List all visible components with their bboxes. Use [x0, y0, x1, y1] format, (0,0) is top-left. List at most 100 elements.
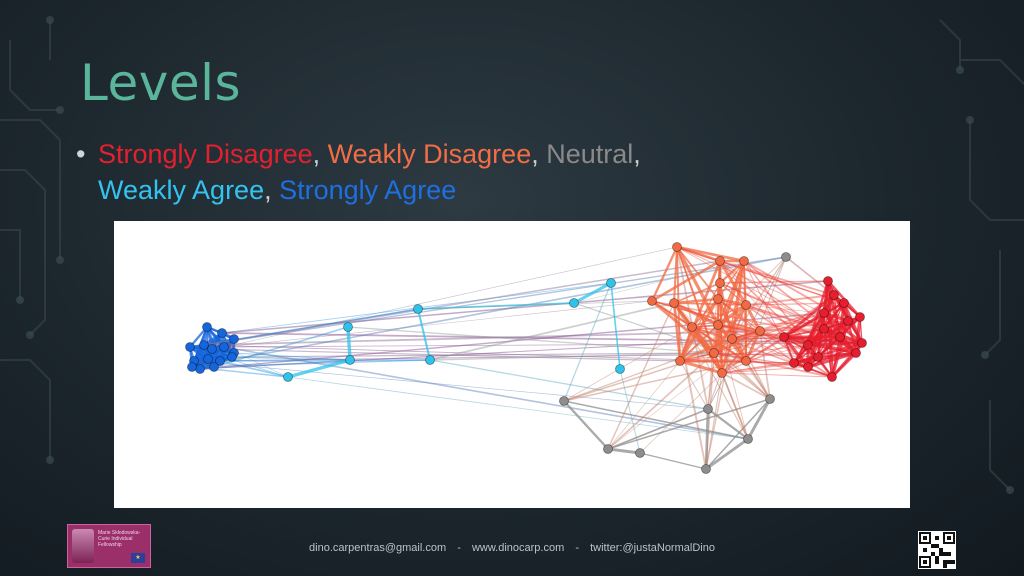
network-edge: [563, 282, 612, 402]
network-edge: [203, 330, 761, 346]
network-edge: [679, 336, 785, 362]
network-edge: [213, 326, 349, 368]
network-edge: [743, 260, 795, 364]
network-node-strongly-disagree: [803, 362, 813, 372]
network-edge: [745, 344, 809, 362]
network-node-neutral: [703, 404, 713, 414]
network-edge: [745, 360, 771, 400]
network-edge: [782, 335, 810, 369]
network-node-strongly-disagree: [779, 332, 789, 342]
network-node-weakly-disagree: [715, 256, 725, 266]
network-node-weakly-agree: [606, 278, 616, 288]
network-node-strongly-agree: [217, 328, 227, 338]
network-node-neutral: [781, 252, 791, 262]
network-node-weakly-disagree: [647, 296, 657, 306]
network-edge: [639, 452, 707, 470]
network-edge: [346, 326, 352, 361]
network-graph-panel: [114, 221, 910, 508]
network-edge: [417, 302, 575, 310]
network-edge: [713, 352, 833, 378]
network-edge: [704, 408, 710, 470]
network-edge: [679, 360, 709, 410]
level-neutral: Neutral: [546, 139, 634, 169]
network-edge: [563, 400, 609, 450]
network-edge: [223, 342, 863, 348]
level-strongly-disagree: Strongly Disagree: [98, 139, 313, 169]
slide-title: Levels: [80, 54, 242, 112]
network-edge: [607, 360, 681, 450]
network-node-strongly-disagree: [813, 352, 823, 362]
network-node-weakly-agree: [615, 364, 625, 374]
network-node-weakly-agree: [345, 355, 355, 365]
network-edge: [745, 336, 785, 362]
network-edge: [223, 346, 749, 440]
network-edge: [607, 330, 761, 450]
network-node-strongly-disagree: [835, 332, 845, 342]
network-edge: [679, 337, 733, 363]
network-node-weakly-disagree: [741, 300, 751, 310]
network-edge: [707, 408, 749, 440]
network-node-strongly-agree: [202, 322, 212, 332]
network-node-weakly-agree: [425, 355, 435, 365]
network-edge: [673, 302, 809, 368]
eu-flag-icon: ★: [131, 553, 145, 563]
network-node-strongly-agree: [207, 344, 217, 354]
network-edge: [746, 398, 772, 440]
network-edge: [193, 360, 709, 410]
network-edge: [718, 260, 748, 306]
level-weakly-agree: Weakly Agree: [98, 175, 265, 205]
network-edge: [672, 302, 682, 362]
network-node-weakly-agree: [569, 298, 579, 308]
comma-separator: ,: [531, 139, 547, 169]
network-edge: [743, 260, 809, 346]
network-edge: [607, 398, 771, 450]
network-edge: [673, 302, 747, 306]
network-edge: [731, 328, 825, 340]
network-edge: [691, 304, 747, 328]
network-edge: [783, 311, 825, 339]
network-node-strongly-disagree: [823, 276, 833, 286]
footer-twitter[interactable]: twitter:@justaNormalDino: [590, 542, 715, 554]
network-edge: [203, 308, 419, 346]
network-node-weakly-disagree: [715, 278, 725, 288]
footer-email[interactable]: dino.carpentras@gmail.com: [309, 542, 447, 554]
network-node-weakly-disagree: [687, 322, 697, 332]
msca-badge: Marie Skłodowska-Curie Individual Fellow…: [67, 524, 151, 568]
network-node-weakly-disagree: [669, 298, 679, 308]
network-edge: [191, 359, 431, 368]
network-node-strongly-disagree: [819, 324, 829, 334]
network-edge: [573, 281, 612, 305]
network-edge: [203, 260, 721, 346]
network-edge: [745, 304, 861, 318]
network-edge: [721, 294, 835, 374]
network-edge: [573, 260, 745, 304]
footer-separator: -: [457, 542, 461, 554]
network-node-strongly-disagree: [827, 372, 837, 382]
network-edge: [705, 398, 771, 470]
network-edge: [607, 352, 715, 450]
network-edge: [563, 338, 733, 402]
network-edge: [223, 246, 678, 348]
network-node-weakly-disagree: [675, 356, 685, 366]
network-edge: [759, 330, 771, 400]
network-node-strongly-disagree: [857, 338, 867, 348]
bullet-dot: •: [76, 139, 86, 169]
network-node-neutral: [743, 434, 753, 444]
network-edge: [233, 352, 351, 361]
network-edge: [416, 308, 432, 361]
network-edge: [679, 324, 719, 362]
network-edge: [673, 282, 721, 304]
network-edge: [719, 280, 829, 284]
footer-website[interactable]: www.dinocarp.com: [471, 542, 565, 554]
network-edge: [705, 372, 723, 470]
level-strongly-agree: Strongly Agree: [279, 175, 457, 205]
network-node-weakly-disagree: [672, 242, 682, 252]
network-edge: [223, 300, 653, 348]
network-edge: [721, 372, 749, 440]
network-node-weakly-disagree: [713, 320, 723, 330]
network-node-weakly-agree: [343, 322, 353, 332]
badge-text: Marie Skłodowska-Curie Individual Fellow…: [98, 530, 141, 548]
network-edge: [831, 352, 857, 378]
network-node-weakly-disagree: [739, 256, 749, 266]
